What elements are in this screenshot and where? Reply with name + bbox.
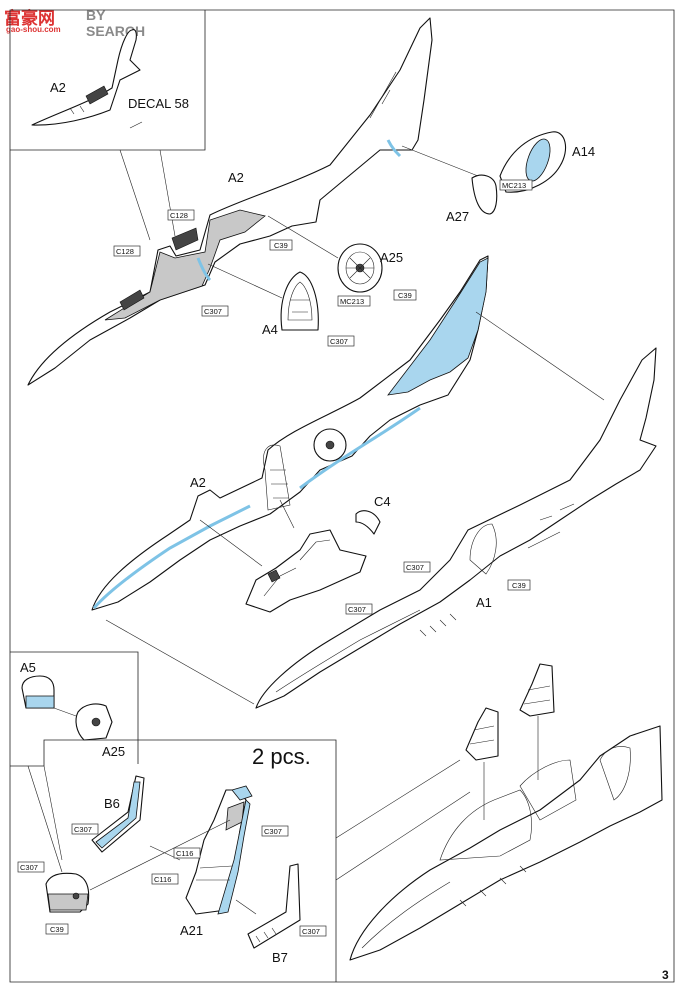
arrow-a4 <box>207 263 283 299</box>
label-a27: A27 <box>446 209 469 224</box>
code-c128-a: C128 <box>170 211 188 220</box>
code-c307-a: C307 <box>204 307 222 316</box>
page-number: 3 <box>662 968 669 982</box>
code-box <box>201 305 229 317</box>
arrow-cockpit <box>199 499 295 567</box>
inset-frame-a5 <box>10 651 139 764</box>
code-box <box>151 873 179 885</box>
code-box <box>113 245 141 257</box>
part-headrest <box>45 872 90 913</box>
code-box <box>17 861 45 873</box>
code-c39-b: C39 <box>398 291 412 300</box>
watermark-url: gao-shou.com <box>6 25 61 34</box>
label-qty: 2 pcs. <box>252 744 311 769</box>
cockpit-tub <box>245 529 367 613</box>
label-b7: B7 <box>272 950 288 965</box>
completed-airframe <box>349 725 663 961</box>
code-box <box>173 847 201 859</box>
label-a2-mid: A2 <box>190 475 206 490</box>
code-mc213-b: MC213 <box>340 297 364 306</box>
seat-front <box>465 707 499 761</box>
code-c39-c: C39 <box>512 581 526 590</box>
arrow-headrest <box>89 819 231 891</box>
code-box <box>269 239 293 251</box>
inset-frame-decal <box>10 10 206 151</box>
label-c4: C4 <box>374 494 391 509</box>
part-b7 <box>247 863 301 949</box>
part-c4 <box>355 510 381 535</box>
code-box <box>393 289 417 301</box>
code-c128-b: C128 <box>116 247 134 256</box>
code-box <box>507 579 531 591</box>
code-c116-a: C116 <box>176 849 193 858</box>
label-a4: A4 <box>262 322 278 337</box>
inset-leader-decal <box>119 149 176 241</box>
inset-leader-seat <box>27 765 63 873</box>
part-a25-inset <box>75 703 113 741</box>
seat-rear <box>519 663 555 717</box>
code-box <box>337 295 371 307</box>
code-box <box>403 561 431 573</box>
code-box <box>327 335 355 347</box>
code-c307-h: C307 <box>20 863 38 872</box>
part-a25 <box>337 243 383 293</box>
arrow-seats-in <box>483 716 539 820</box>
label-a25-inset: A25 <box>102 744 125 759</box>
code-c307-c: C307 <box>406 563 424 572</box>
arrow-a25 <box>267 215 339 259</box>
label-a2-top: A2 <box>228 170 244 185</box>
fuselage-half-a2-mid <box>91 255 489 611</box>
code-c116-b: C116 <box>154 875 171 884</box>
part-a5 <box>21 675 55 709</box>
watermark: 富豪网 BY SEARCH gao-shou.com <box>4 4 164 39</box>
page-frame <box>9 9 675 983</box>
label-a14: A14 <box>572 144 595 159</box>
inset-frame-seat <box>10 739 337 982</box>
label-b6: B6 <box>104 796 120 811</box>
part-a27 <box>471 174 498 215</box>
label-a2-inset: A2 <box>50 80 66 95</box>
part-b6 <box>91 775 145 853</box>
code-box <box>499 179 533 191</box>
label-a5: A5 <box>20 660 36 675</box>
code-c307-f: C307 <box>264 827 282 836</box>
label-a25-top: A25 <box>380 250 403 265</box>
code-c39-a: C39 <box>274 241 288 250</box>
part-a21 <box>185 785 253 915</box>
part-a4 <box>280 271 319 331</box>
inset-fuselage-side <box>31 29 141 126</box>
code-box <box>71 823 99 835</box>
decal-leader <box>129 121 143 129</box>
code-c307-e: C307 <box>74 825 92 834</box>
code-box <box>345 603 373 615</box>
code-box <box>167 209 195 221</box>
label-decal: DECAL 58 <box>128 96 189 111</box>
arrow-fin <box>475 311 605 401</box>
code-c39-d: C39 <box>50 925 64 934</box>
code-box <box>299 925 327 937</box>
inset-leader-to-airframe <box>335 759 471 881</box>
code-c307-d: C307 <box>348 605 366 614</box>
arrow-nose <box>105 619 255 705</box>
code-mc213-a: MC213 <box>502 181 526 190</box>
fuselage-half-a2 <box>27 17 433 386</box>
code-c307-g: C307 <box>302 927 320 936</box>
fuselage-a1 <box>255 347 657 709</box>
label-a21: A21 <box>180 923 203 938</box>
code-box <box>261 825 289 837</box>
code-c307-b: C307 <box>330 337 348 346</box>
arrow-a5 <box>53 707 77 717</box>
watermark-cn: 富豪网 <box>4 9 55 29</box>
arrow-a27 <box>401 145 479 177</box>
code-box <box>45 923 69 935</box>
label-a1: A1 <box>476 595 492 610</box>
